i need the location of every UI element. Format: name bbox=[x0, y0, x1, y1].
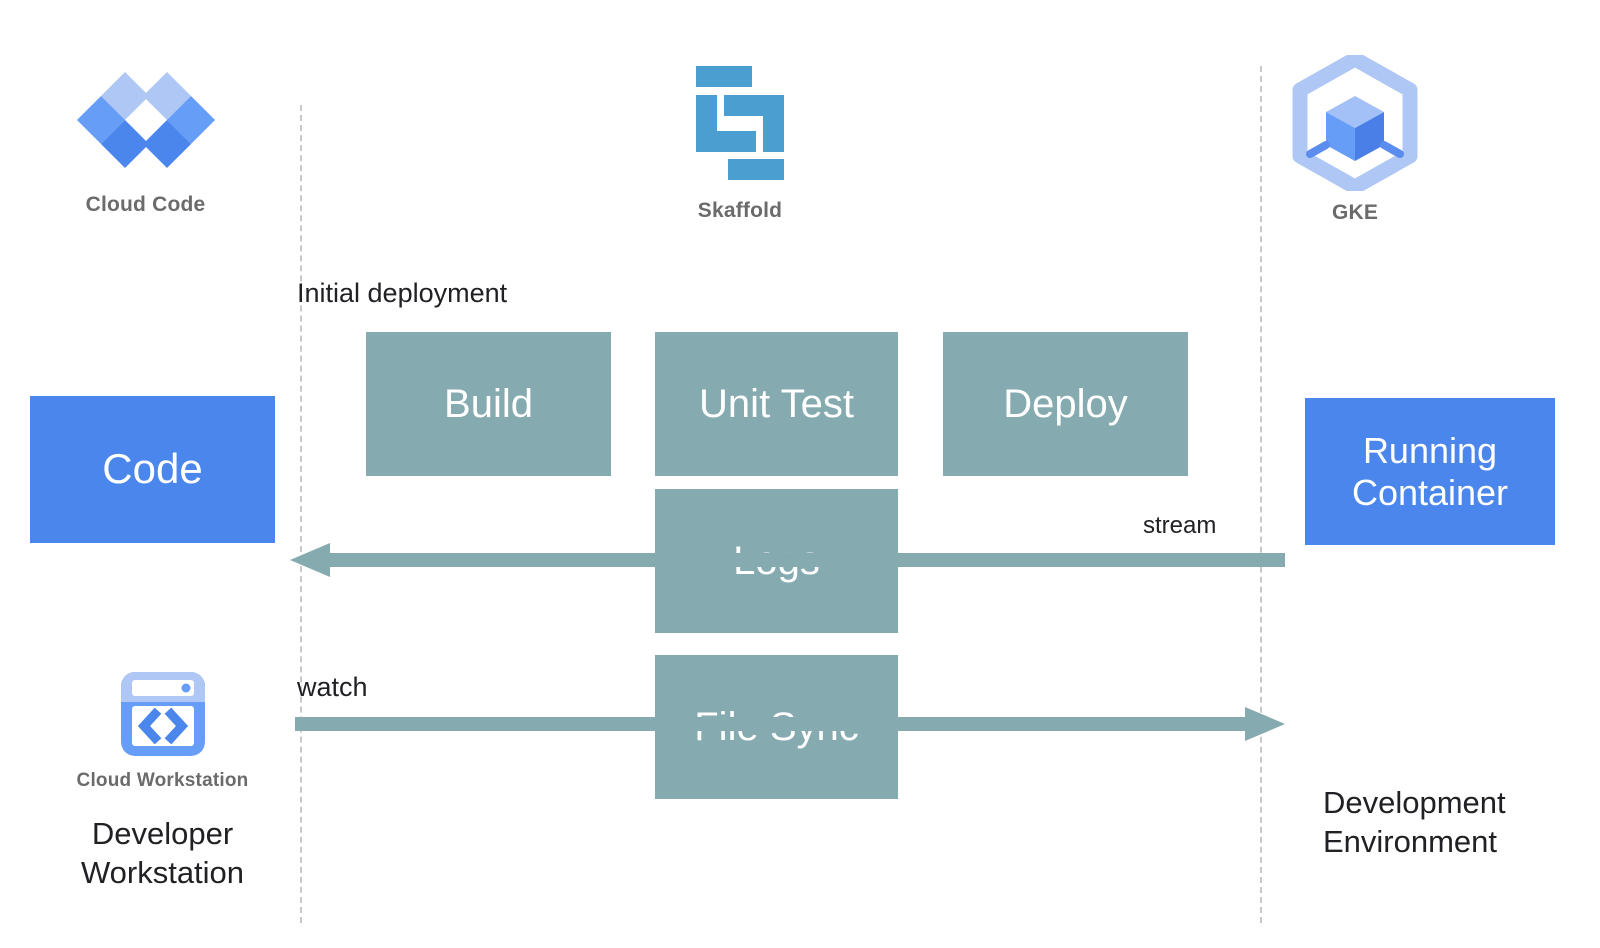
label-initial-deployment: Initial deployment bbox=[297, 278, 508, 308]
logs-arrow-left bbox=[290, 543, 1285, 577]
label-developer-workstation: Developer Workstation bbox=[55, 814, 270, 893]
label-stream: stream bbox=[1143, 512, 1217, 539]
running-container-line-1: Running bbox=[1362, 429, 1498, 471]
gke-caption: GKE bbox=[1331, 201, 1379, 224]
developer-workstation-line-2: Workstation bbox=[80, 855, 245, 891]
development-environment-line-1: Development bbox=[1323, 785, 1506, 820]
box-build[interactable]: Build bbox=[366, 332, 611, 476]
label-development-environment: Development Environment bbox=[1323, 783, 1583, 862]
boundary-line-left bbox=[300, 105, 302, 923]
boundary-line-right bbox=[1260, 66, 1262, 923]
label-watch: watch bbox=[297, 672, 368, 702]
skaffold-icon bbox=[680, 62, 800, 189]
cloud-workstation-icon bbox=[120, 672, 205, 756]
box-unit-test[interactable]: Unit Test bbox=[655, 332, 898, 476]
cloud-code-logo-block: Cloud Code bbox=[38, 70, 253, 217]
gke-icon bbox=[1292, 55, 1418, 191]
developer-workstation-line-1: Developer bbox=[91, 816, 234, 851]
skaffold-caption: Skaffold bbox=[697, 199, 783, 222]
cloud-workstation-logo-block: Cloud Workstation bbox=[55, 668, 270, 792]
gke-logo-block: GKE bbox=[1255, 55, 1455, 225]
running-container-line-2: Container bbox=[1351, 471, 1509, 513]
box-deploy[interactable]: Deploy bbox=[943, 332, 1188, 476]
box-running-container[interactable]: Running Container bbox=[1305, 398, 1555, 545]
box-code[interactable]: Code bbox=[30, 396, 275, 543]
filesync-arrow-right bbox=[295, 707, 1285, 741]
cloud-code-icon bbox=[71, 70, 221, 183]
skaffold-logo-block: Skaffold bbox=[640, 62, 840, 223]
cloud-code-caption: Cloud Code bbox=[85, 193, 206, 216]
cloud-workstation-caption: Cloud Workstation bbox=[76, 770, 249, 791]
development-environment-line-2: Environment bbox=[1323, 824, 1498, 860]
